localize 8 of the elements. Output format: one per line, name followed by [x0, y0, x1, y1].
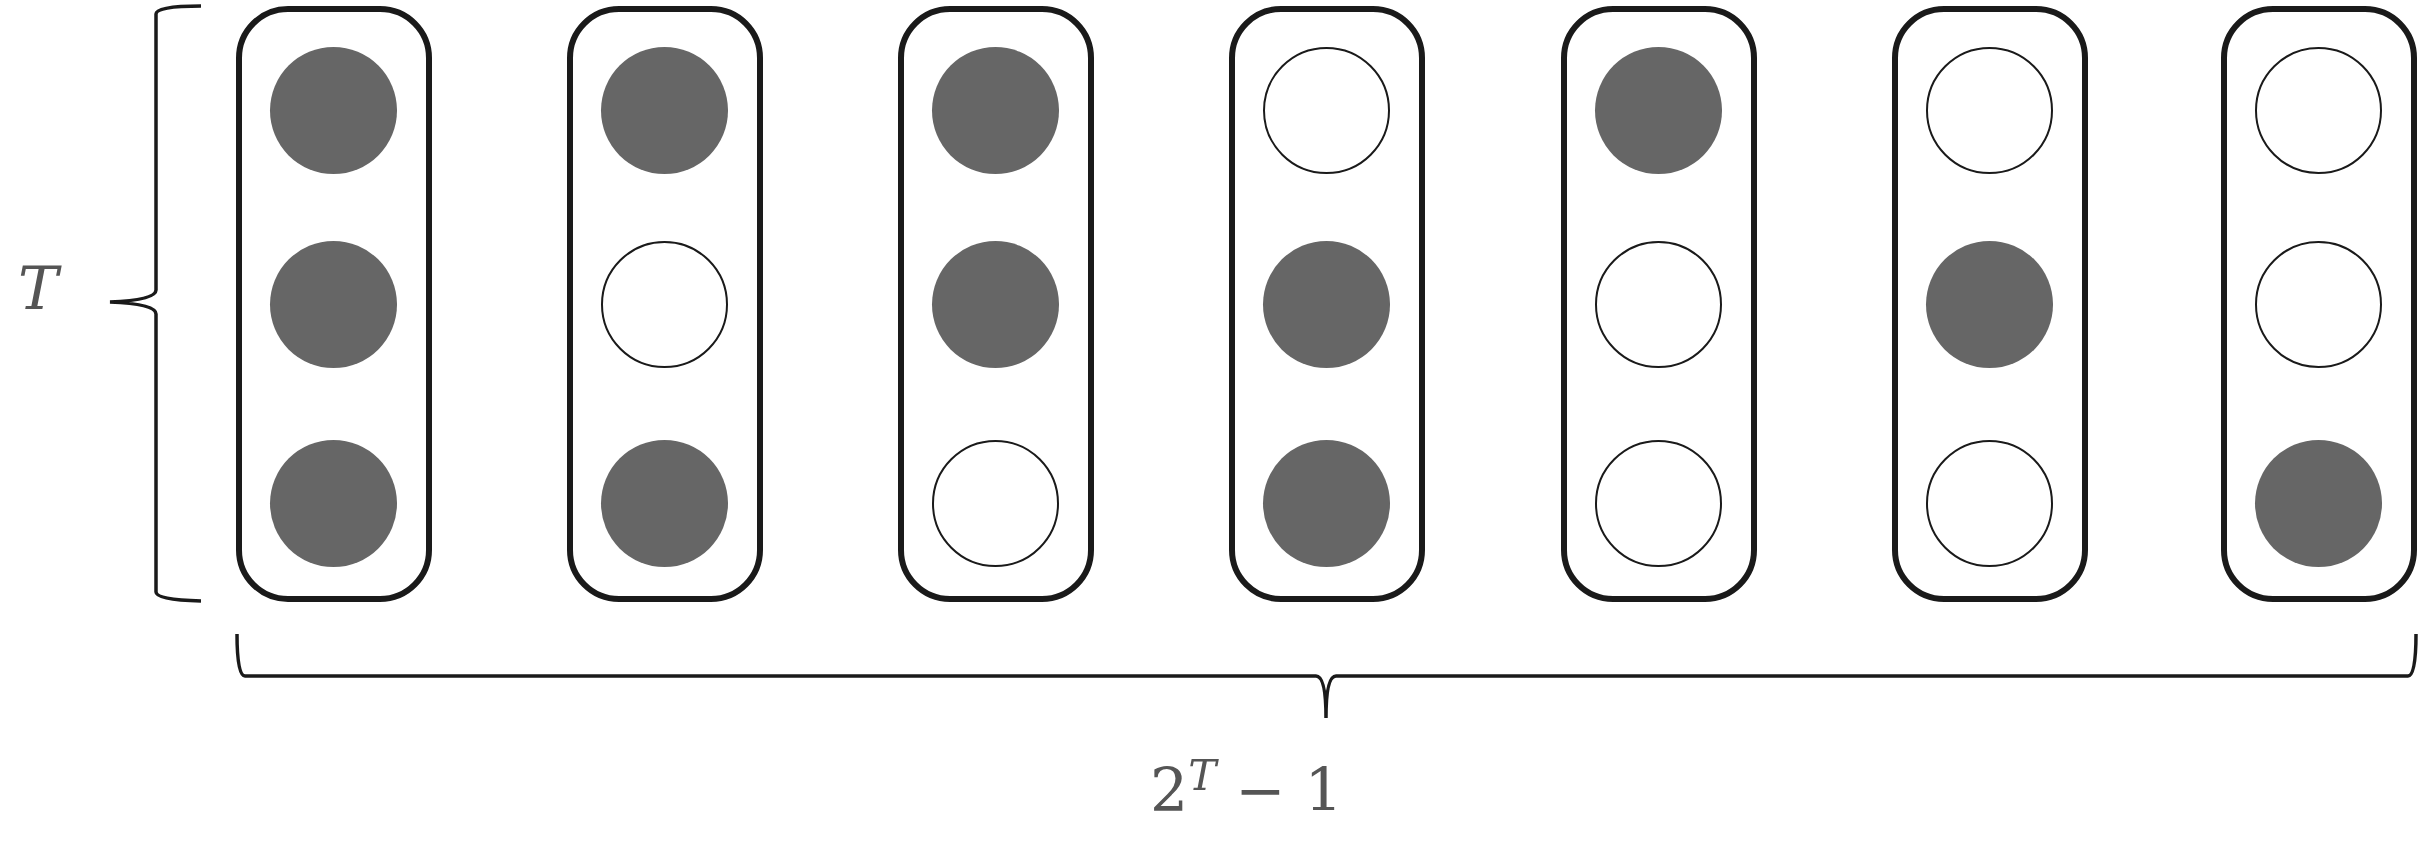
rounded-box [2221, 6, 2417, 602]
rounded-box [1229, 6, 1425, 602]
math-label: 2$^{T}$ − 1 [1150, 755, 1343, 820]
rounded-box [567, 6, 763, 602]
rounded-box [898, 6, 1094, 602]
rounded-box [1892, 6, 2088, 602]
rounded-box [236, 6, 432, 602]
rounded-box [1561, 6, 1757, 602]
